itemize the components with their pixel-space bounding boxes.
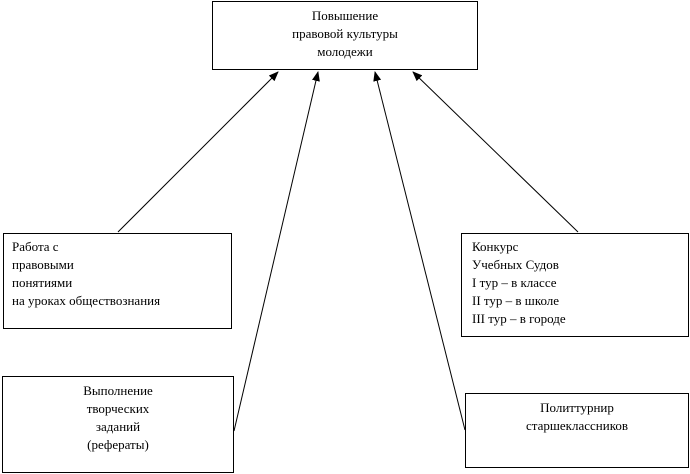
lessons-line-2: правовыми — [12, 257, 74, 272]
contest-box: Конкурс Учебных Судов I тур – в классе I… — [461, 233, 689, 337]
creative-line-4: (рефераты) — [87, 437, 149, 452]
arrow-bottom-right-to-top — [373, 71, 466, 431]
arrow-bottom-left-to-top — [233, 71, 320, 432]
lessons-line-1: Работа с — [12, 239, 59, 254]
tournament-line-1: Политтурнир — [540, 400, 614, 415]
contest-line-4: II тур – в школе — [472, 293, 560, 308]
contest-line-5: III тур – в городе — [472, 311, 566, 326]
creative-line-1: Выполнение — [83, 383, 153, 398]
goal-line-2: правовой культуры — [292, 26, 398, 41]
contest-line-1: Конкурс — [472, 239, 519, 254]
creative-line-2: творческих — [86, 401, 150, 416]
arrow-left-to-top — [117, 71, 279, 233]
contest-line-3: I тур – в классе — [472, 275, 557, 290]
lessons-line-4: на уроках обществознания — [12, 293, 161, 308]
goal-box: Повышение правовой культуры молодежи — [212, 1, 478, 70]
arrow-right-to-top — [412, 71, 579, 233]
tournament-line-2: старшеклассников — [526, 418, 628, 433]
goal-line-3: молодежи — [317, 44, 373, 59]
lessons-box: Работа с правовыми понятиями на уроках о… — [3, 233, 232, 329]
creative-tasks-box: Выполнение творческих заданий (рефераты) — [2, 376, 234, 473]
goal-line-1: Повышение — [311, 8, 379, 23]
lessons-line-3: понятиями — [12, 275, 73, 290]
contest-line-2: Учебных Судов — [472, 257, 559, 272]
creative-line-3: заданий — [95, 419, 141, 434]
tournament-box: Политтурнир старшеклассников — [465, 393, 689, 468]
